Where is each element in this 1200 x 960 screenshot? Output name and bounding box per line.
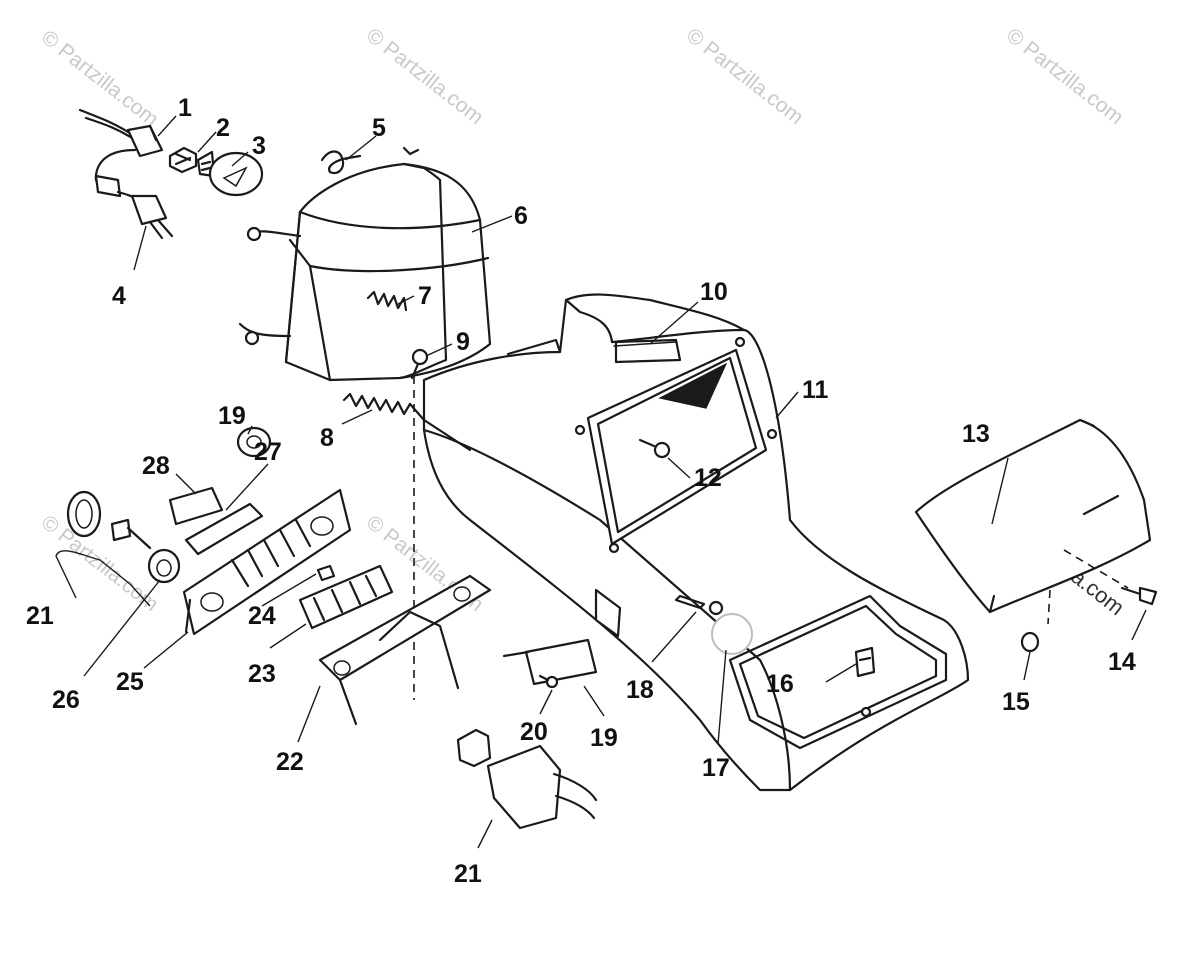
washer [1020,631,1040,653]
callout-21: 21 [454,860,482,888]
headlight-housing [238,146,492,382]
clip-bolt [1120,586,1158,606]
wire-clip [320,150,362,175]
callout-19: 19 [218,402,246,430]
hood-latch [854,646,876,678]
switch-panel [182,488,352,636]
label-plate [168,486,224,526]
lens-strip [184,502,264,556]
callout-3: 3 [252,132,266,160]
decal [613,341,677,347]
callout-5: 5 [372,114,386,142]
grommet [236,426,272,458]
callout-18: 18 [626,676,654,704]
small-screw [538,674,559,689]
cover-panel [914,418,1152,614]
round-plug [711,613,753,655]
bezel-nut [147,548,181,584]
callout-21: 21 [26,602,54,630]
wiring-harness [78,108,174,240]
callout-2: 2 [216,114,230,142]
long-screw [674,594,724,616]
callout-9: 9 [456,328,470,356]
callout-26: 26 [52,686,80,714]
callout-15: 15 [1002,688,1030,716]
callout-12: 12 [694,464,722,492]
callout-19: 19 [590,724,618,752]
callout-11: 11 [802,376,829,404]
assembly-lines [413,376,1129,700]
callout-8: 8 [320,424,334,452]
callout-25: 25 [116,668,144,696]
callout-labels: 1 2 3 4 5 6 7 8 9 10 11 12 13 14 15 16 1… [26,94,1136,888]
watermark-text: © Partzilla.com [37,26,163,131]
watermark-text: © Partzilla.com [1002,24,1128,129]
callout-13: 13 [962,420,990,448]
callout-1: 1 [178,94,192,122]
watermark-text: © Partzilla.com [682,24,808,129]
callout-24: 24 [248,602,276,630]
callout-23: 23 [248,660,276,688]
callout-10: 10 [700,278,728,306]
toggle-switch [502,638,598,686]
callout-4: 4 [112,282,126,310]
callout-17: 17 [702,754,730,782]
callout-22: 22 [276,748,304,776]
hood-body [408,293,970,792]
mounting-bracket [318,574,492,726]
pin [316,564,336,582]
callout-20: 20 [520,718,548,746]
lens-screw [638,438,671,459]
callout-28: 28 [142,452,170,480]
callout-7: 7 [418,282,432,310]
terminal-block [298,564,394,630]
callout-6: 6 [514,202,528,230]
callout-16: 16 [766,670,794,698]
leader-lines [55,115,1147,849]
mounting-screw [410,348,429,380]
ignition-switch [456,728,598,830]
bulb-socket [168,146,198,174]
callout-14: 14 [1108,648,1136,676]
callout-27: 27 [254,438,282,466]
ignition-key [66,490,152,550]
bulb [196,150,264,197]
